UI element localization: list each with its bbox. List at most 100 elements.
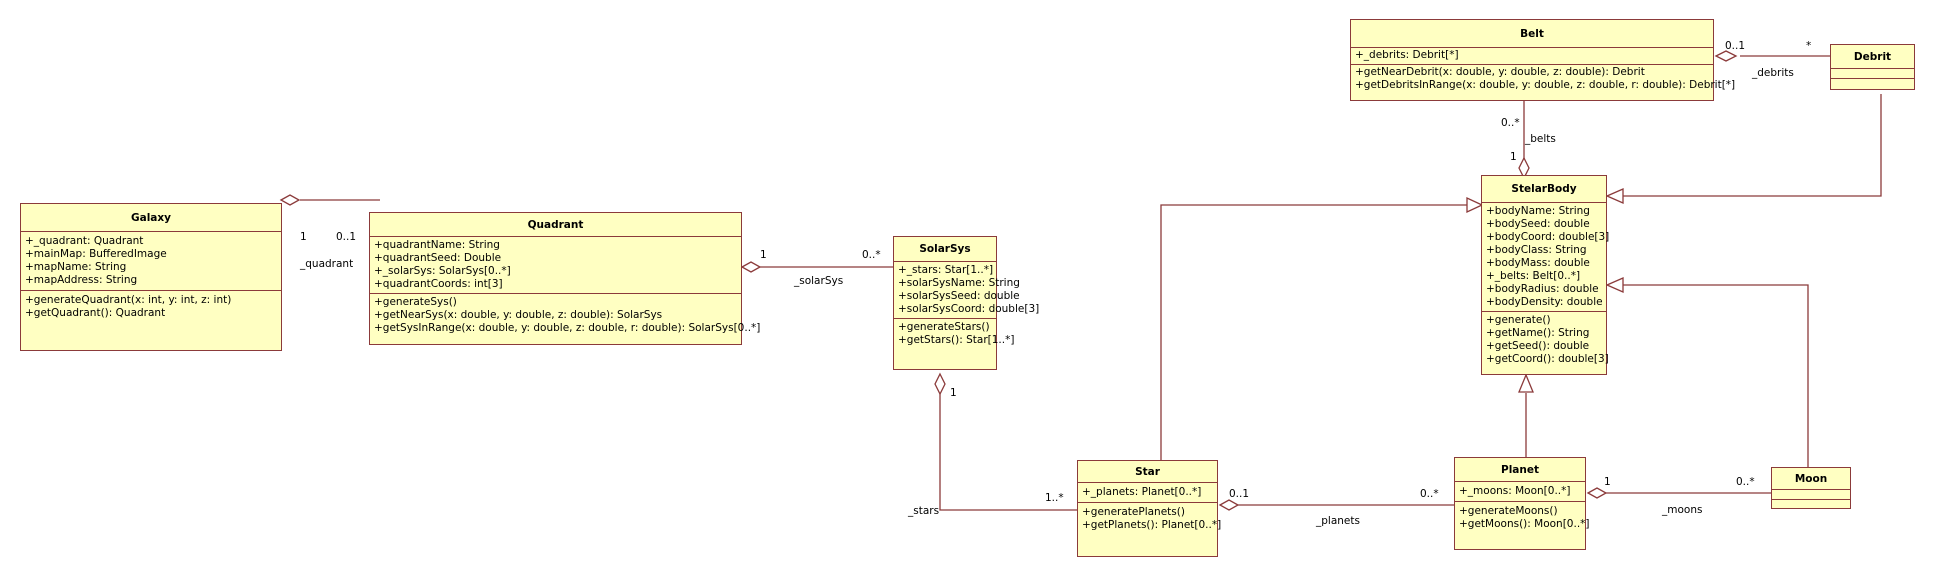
class-name: Star xyxy=(1078,461,1217,483)
attributes: +_planets: Planet[0..*] xyxy=(1078,483,1217,503)
attribute: +mainMap: BufferedImage xyxy=(25,248,167,260)
operations: +generateStars() +getStars(): Star[1..*] xyxy=(894,319,1015,349)
class-name: Quadrant xyxy=(370,213,741,237)
class-solarsys[interactable]: SolarSys +_stars: Star[1..*] +solarSysNa… xyxy=(893,236,1040,370)
attribute: +_planets: Planet[0..*] xyxy=(1082,486,1202,498)
mult-planet-moon-dst: 0..* xyxy=(1736,476,1755,488)
attributes xyxy=(1772,490,1850,500)
class-quadrant[interactable]: Quadrant +quadrantName: String +quadrant… xyxy=(369,212,760,345)
class-planet[interactable]: Planet +_moons: Moon[0..*] +generateMoon… xyxy=(1454,457,1590,550)
class-name: Moon xyxy=(1772,468,1850,490)
attributes: +_debrits: Debrit[*] xyxy=(1351,48,1713,65)
operation: +generateQuadrant(x: int, y: int, z: int… xyxy=(25,294,232,306)
operations: +generateQuadrant(x: int, y: int, z: int… xyxy=(21,291,281,323)
class-name: Galaxy xyxy=(21,204,281,232)
attributes: +quadrantName: String +quadrantSeed: Dou… xyxy=(370,237,741,294)
triangle-moon xyxy=(1605,277,1624,293)
operation: +getNearDebrit(x: double, y: double, z: … xyxy=(1355,66,1645,78)
gen-debrit-stelarbody xyxy=(1623,94,1882,197)
operation: +getPlanets(): Planet[0..*] xyxy=(1082,519,1222,531)
attribute: +quadrantSeed: Double xyxy=(374,252,502,264)
class-stelarbody[interactable]: StelarBody +bodyName: String +bodySeed: … xyxy=(1481,175,1610,375)
attribute: +_debrits: Debrit[*] xyxy=(1355,49,1459,61)
operation: +generateStars() xyxy=(898,321,990,333)
attribute: +mapName: String xyxy=(25,261,127,273)
role-solarsys: _solarSys xyxy=(794,275,844,287)
role-planets: _planets xyxy=(1316,515,1360,527)
attribute: +bodyCoord: double[3] xyxy=(1486,231,1610,243)
mult-stelar-belt-dst: 0..* xyxy=(1501,117,1520,129)
attributes: +bodyName: String +bodySeed: double +bod… xyxy=(1482,203,1610,312)
attribute: +bodyClass: String xyxy=(1486,244,1587,256)
attribute: +bodyRadius: double xyxy=(1486,283,1599,295)
class-star[interactable]: Star +_planets: Planet[0..*] +generatePl… xyxy=(1077,460,1222,557)
operations: +getNearDebrit(x: double, y: double, z: … xyxy=(1351,65,1736,93)
attribute: +_quadrant: Quadrant xyxy=(25,235,144,247)
operation: +generate() xyxy=(1486,314,1551,326)
mult-galaxy-quadrant-dst: 0..1 xyxy=(336,231,357,243)
role-quadrant: _quadrant xyxy=(300,258,354,270)
gen-star-stelarbody xyxy=(1160,204,1467,460)
operation: +getNearSys(x: double, y: double, z: dou… xyxy=(374,309,663,321)
operation: +getDebritsInRange(x: double, y: double,… xyxy=(1355,79,1736,91)
operations: +generateSys() +getNearSys(x: double, y:… xyxy=(370,294,760,337)
diamond-planet xyxy=(1586,487,1608,499)
mult-belt-debrit-src: 0..1 xyxy=(1725,40,1746,52)
triangle-star xyxy=(1466,196,1484,214)
operations: +generate() +getName(): String +getSeed(… xyxy=(1482,312,1609,368)
assoc-solarsys-star xyxy=(939,394,1078,511)
triangle-planet xyxy=(1518,373,1534,393)
role-stars: _stars xyxy=(908,505,940,517)
role-belts: _belts xyxy=(1525,133,1556,145)
diamond-belt xyxy=(1714,50,1738,62)
attribute: +_stars: Star[1..*] xyxy=(898,264,994,276)
role-debrits: _debrits xyxy=(1752,67,1794,79)
operation: +generateMoons() xyxy=(1459,505,1558,517)
class-name: SolarSys xyxy=(894,237,996,262)
operations: +generateMoons() +getMoons(): Moon[0..*] xyxy=(1455,502,1590,534)
attribute: +solarSysName: String xyxy=(898,277,1020,289)
gen-moon-stelarbody xyxy=(1623,284,1809,470)
class-galaxy[interactable]: Galaxy +_quadrant: Quadrant +mainMap: Bu… xyxy=(20,203,282,351)
mult-belt-debrit-dst: * xyxy=(1806,40,1812,52)
operation: +getCoord(): double[3] xyxy=(1486,353,1609,365)
attribute: +solarSysSeed: double xyxy=(898,290,1020,302)
attribute: +_moons: Moon[0..*] xyxy=(1459,485,1571,497)
mult-galaxy-quadrant-src: 1 xyxy=(300,231,307,243)
operations: +generatePlanets() +getPlanets(): Planet… xyxy=(1078,503,1222,535)
attribute: +_belts: Belt[0..*] xyxy=(1486,270,1581,282)
triangle-debrit xyxy=(1605,188,1624,204)
operation: +getMoons(): Moon[0..*] xyxy=(1459,518,1590,530)
attributes: +_stars: Star[1..*] +solarSysName: Strin… xyxy=(894,262,1040,319)
attribute: +mapAddress: String xyxy=(25,274,138,286)
operation: +getSeed(): double xyxy=(1486,340,1590,352)
mult-stelar-belt-src: 1 xyxy=(1510,151,1517,163)
diamond-solarsys xyxy=(934,372,946,396)
mult-planet-moon-src: 1 xyxy=(1604,476,1611,488)
attributes xyxy=(1831,69,1914,79)
class-name: StelarBody xyxy=(1482,176,1606,203)
mult-star-planet-src: 0..1 xyxy=(1229,488,1250,500)
attributes: +_quadrant: Quadrant +mainMap: BufferedI… xyxy=(21,232,281,291)
operation: +generatePlanets() xyxy=(1082,506,1185,518)
attribute: +solarSysCoord: double[3] xyxy=(898,303,1040,315)
attribute: +bodyMass: double xyxy=(1486,257,1590,269)
class-name: Debrit xyxy=(1831,45,1914,69)
attribute: +quadrantCoords: int[3] xyxy=(374,278,503,290)
class-debrit[interactable]: Debrit xyxy=(1830,44,1915,90)
operation: +getName(): String xyxy=(1486,327,1590,339)
mult-quadrant-solarsys-src: 1 xyxy=(760,249,767,261)
class-belt[interactable]: Belt +_debrits: Debrit[*] +getNearDebrit… xyxy=(1350,19,1736,101)
mult-quadrant-solarsys-dst: 0..* xyxy=(862,249,881,261)
class-moon[interactable]: Moon xyxy=(1771,467,1851,509)
attribute: +quadrantName: String xyxy=(374,239,500,251)
operation: +getStars(): Star[1..*] xyxy=(898,334,1015,346)
attribute: +bodySeed: double xyxy=(1486,218,1590,230)
mult-solarsys-star-src: 1 xyxy=(950,387,957,399)
attribute: +_solarSys: SolarSys[0..*] xyxy=(374,265,511,277)
operation: +generateSys() xyxy=(374,296,457,308)
attribute: +bodyDensity: double xyxy=(1486,296,1603,308)
diamond-galaxy xyxy=(279,194,301,206)
role-moons: _moons xyxy=(1662,504,1703,516)
